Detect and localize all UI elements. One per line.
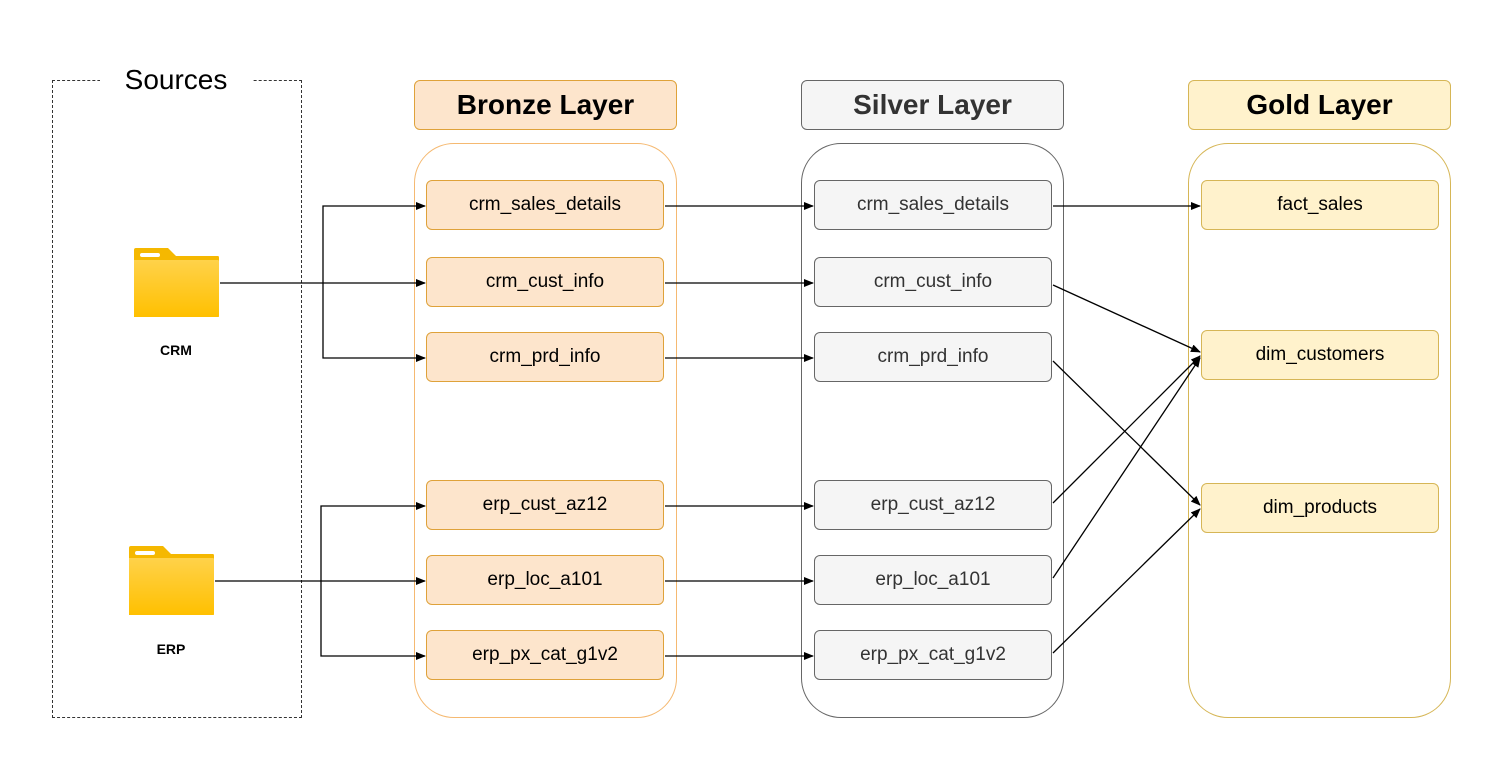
silver-table-erp-px-cat-g1v2[interactable]: erp_px_cat_g1v2 [814, 630, 1052, 680]
bronze-table-erp-loc-a101[interactable]: erp_loc_a101 [426, 555, 664, 605]
edge-silver-cust-info-to-dim-customers [1052, 284, 1201, 353]
source-label-erp: ERP [156, 641, 186, 657]
edge-erp-to-bronze-erp-cust-az12 [320, 502, 426, 581]
bronze-table-crm-prd-info[interactable]: crm_prd_info [426, 332, 664, 382]
edge-silver-cust-az12-to-dim-customers [1052, 355, 1201, 504]
erp-folder-icon[interactable] [127, 544, 215, 616]
sources-title: Sources [100, 62, 252, 98]
bronze-table-crm-sales-details[interactable]: crm_sales_details [426, 180, 664, 230]
silver-table-crm-prd-info[interactable]: crm_prd_info [814, 332, 1052, 382]
edge-crm-to-bronze-crm-sales-details [322, 202, 426, 283]
silver-table-erp-cust-az12[interactable]: erp_cust_az12 [814, 480, 1052, 530]
bronze-layer-header: Bronze Layer [414, 80, 677, 130]
edge-silver-prd-info-to-dim-products [1052, 360, 1201, 506]
bronze-table-erp-px-cat-g1v2[interactable]: erp_px_cat_g1v2 [426, 630, 664, 680]
gold-table-fact-sales[interactable]: fact_sales [1201, 180, 1439, 230]
gold-layer-header: Gold Layer [1188, 80, 1451, 130]
edge-silver-loc-a101-to-dim-customers [1052, 357, 1201, 579]
silver-layer-header: Silver Layer [801, 80, 1064, 130]
bronze-table-erp-cust-az12[interactable]: erp_cust_az12 [426, 480, 664, 530]
bronze-table-crm-cust-info[interactable]: crm_cust_info [426, 257, 664, 307]
crm-folder-icon[interactable] [132, 246, 220, 318]
silver-table-erp-loc-a101[interactable]: erp_loc_a101 [814, 555, 1052, 605]
source-label-crm: CRM [160, 342, 192, 358]
edge-crm-to-bronze-crm-prd-info [322, 283, 426, 362]
gold-table-dim-products[interactable]: dim_products [1201, 483, 1439, 533]
edge-erp-to-bronze-erp-px-cat-g1v2 [320, 581, 426, 660]
gold-layer-container [1188, 143, 1451, 718]
silver-layer-container [801, 143, 1064, 718]
bronze-layer-container [414, 143, 677, 718]
gold-table-dim-customers[interactable]: dim_customers [1201, 330, 1439, 380]
edge-silver-px-cat-to-dim-products [1052, 508, 1201, 654]
silver-table-crm-sales-details[interactable]: crm_sales_details [814, 180, 1052, 230]
silver-table-crm-cust-info[interactable]: crm_cust_info [814, 257, 1052, 307]
